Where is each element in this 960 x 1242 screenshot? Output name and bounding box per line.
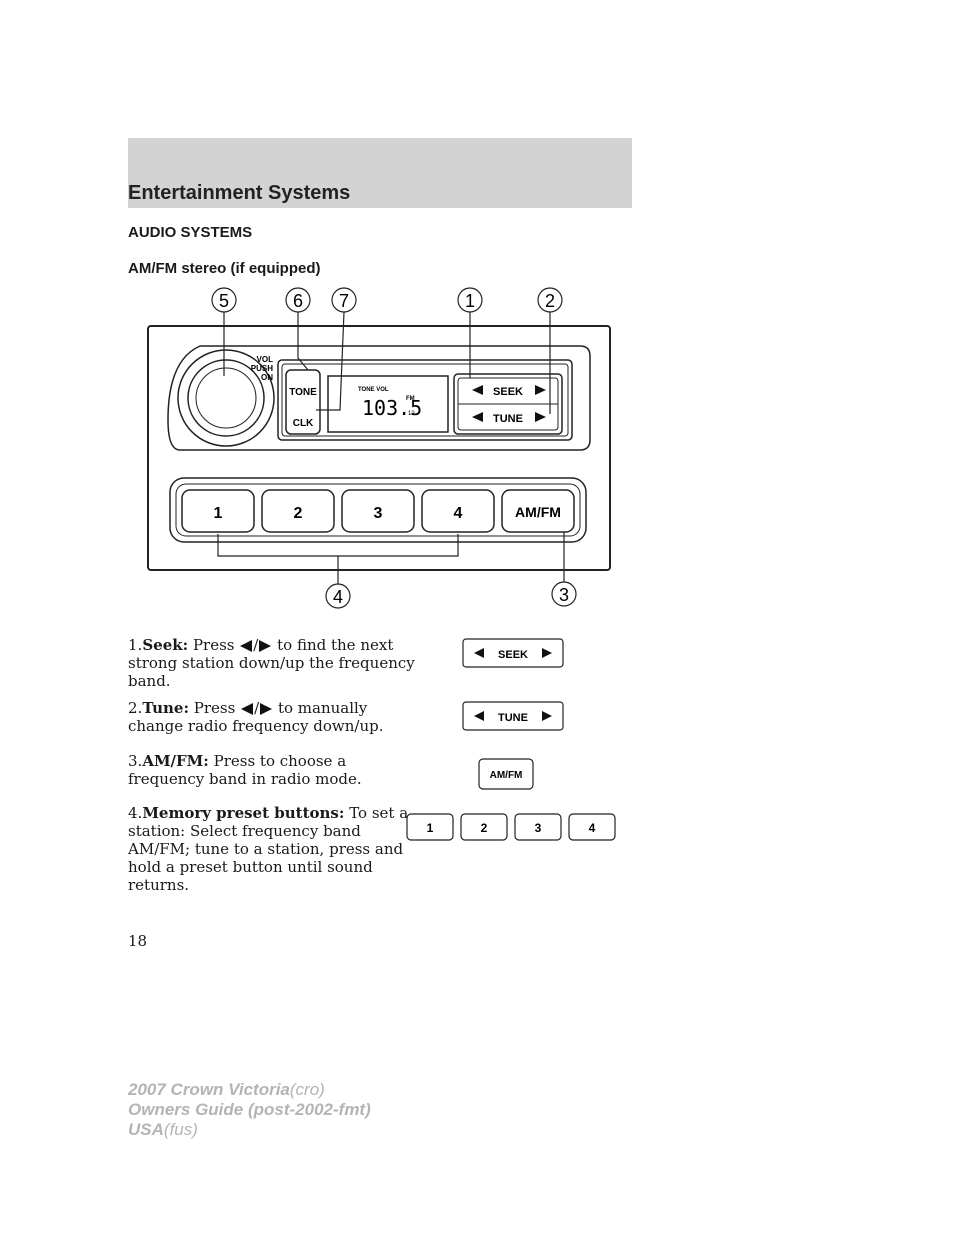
left-arrow-icon: [241, 703, 254, 715]
right-arrow-icon: [259, 640, 272, 652]
display-sub: 12: [408, 411, 415, 417]
preset-illustration-4: 4: [589, 821, 596, 835]
radio-diagram: VOL PUSH ON TONE CLK TONE VOL 103.5 FM 1…: [147, 287, 611, 609]
knob-label-vol: VOL: [257, 355, 274, 364]
seek-illustration-label: SEEK: [498, 649, 528, 661]
callout-2: 2: [545, 291, 555, 311]
seek-right-arrow-icon: [535, 385, 546, 395]
item-tune: 2.Tune: Press / to manually change radio…: [128, 699, 384, 735]
display-top-text: TONE VOL: [358, 387, 389, 393]
page-header-title: Entertainment Systems: [128, 182, 351, 204]
callout-7: 7: [339, 291, 349, 311]
left-arrow-icon: [240, 640, 253, 652]
callout-6: 6: [293, 291, 303, 311]
tune-right-arrow-icon: [542, 711, 552, 721]
item-amfm: 3.AM/FM: Press to choose a frequency ban…: [128, 752, 362, 788]
callout-5: 5: [219, 291, 229, 311]
preset-3-shape: [341, 489, 415, 533]
tune-illustration-label: TUNE: [498, 712, 528, 724]
callout-1: 1: [465, 291, 475, 311]
amfm-label: AM/FM: [515, 504, 561, 520]
section-title: AUDIO SYSTEMS: [128, 224, 253, 241]
preset-1-label: 1: [214, 505, 223, 522]
seek-label: SEEK: [493, 386, 523, 398]
preset-illustration-3: 3: [535, 821, 542, 835]
preset-buttons-illustration: 1 2 3 4: [406, 813, 616, 841]
tune-left-arrow-icon: [472, 412, 483, 422]
right-arrow-icon: [260, 703, 273, 715]
tone-label: TONE: [289, 387, 317, 398]
clk-label: CLK: [293, 418, 314, 429]
display-band: FM: [406, 396, 415, 402]
seek-left-arrow-icon: [474, 648, 484, 658]
amfm-button-illustration: AM/FM: [478, 758, 534, 790]
radio-display: [327, 375, 449, 433]
footer: 2007 Crown Victoria(cro) Owners Guide (p…: [128, 1080, 371, 1139]
item-presets: 4.Memory preset buttons: To set a statio…: [128, 804, 409, 894]
preset-2-label: 2: [294, 505, 303, 522]
amfm-illustration-label: AM/FM: [490, 770, 523, 781]
tune-label: TUNE: [493, 413, 523, 425]
preset-4-label: 4: [454, 505, 463, 522]
display-frequency: 103.5: [362, 396, 422, 420]
preset-3-label: 3: [374, 505, 383, 522]
preset-illustration-1: 1: [427, 821, 434, 835]
tune-button-illustration: TUNE: [462, 701, 564, 731]
callout-3: 3: [559, 585, 569, 605]
callout-4: 4: [333, 587, 343, 607]
seek-left-arrow-icon: [472, 385, 483, 395]
seek-right-arrow-icon: [542, 648, 552, 658]
subsection-title: AM/FM stereo (if equipped): [128, 260, 321, 277]
knob-label-push: PUSH: [251, 364, 273, 373]
page-number: 18: [128, 932, 148, 950]
tone-clk-button: [285, 369, 321, 435]
tune-left-arrow-icon: [474, 711, 484, 721]
preset-2-shape: [261, 489, 335, 533]
seek-button-illustration: SEEK: [462, 638, 564, 668]
header-band: [128, 138, 632, 208]
item-seek: 1.Seek: Press / to find the next strong …: [128, 636, 415, 690]
knob-label-on: ON: [261, 373, 273, 382]
amfm-shape: [501, 489, 575, 533]
preset-4-shape: [421, 489, 495, 533]
preset-illustration-2: 2: [481, 821, 488, 835]
preset-1-shape: [181, 489, 255, 533]
tune-right-arrow-icon: [535, 412, 546, 422]
